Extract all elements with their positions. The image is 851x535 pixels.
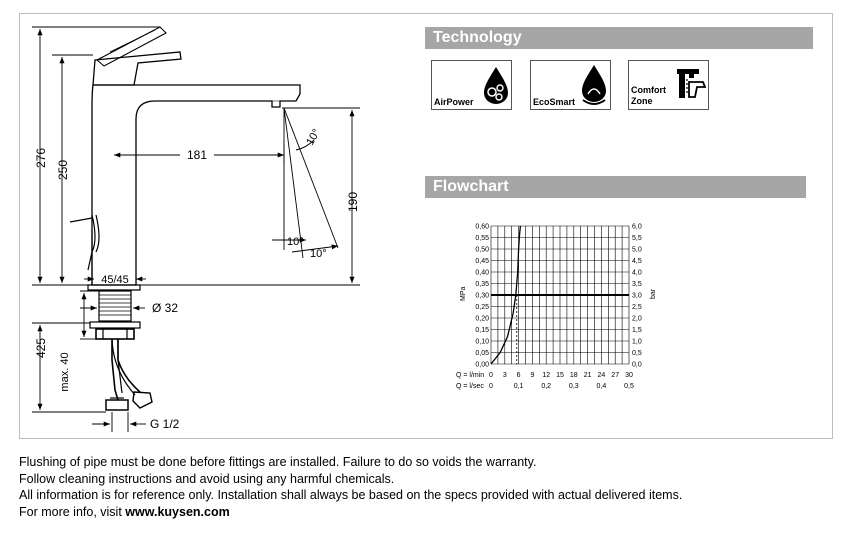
tech-comfort-zone-label: Comfort Zone <box>631 85 666 107</box>
x-lmin-tick-label: 12 <box>542 372 550 379</box>
note-line-4: For more info, visit www.kuysen.com <box>19 504 682 521</box>
y-right-tick-label: 5,5 <box>632 235 642 242</box>
dim-276: 276 <box>34 148 48 168</box>
y-left-tick-label: 0,60 <box>475 224 489 231</box>
y-left-tick-label: 0,10 <box>475 339 489 346</box>
tech-comfort-zone: Comfort Zone <box>628 60 709 110</box>
dim-250: 250 <box>56 160 70 180</box>
y-right-tick-label: 4,0 <box>632 270 642 277</box>
angle-mid: 10° <box>287 236 304 248</box>
faucet-technical-drawing: 276 250 181 190 10° 10° 10° 45/45 Ø 32 4… <box>32 26 360 432</box>
dim-max40: max. 40 <box>59 352 71 391</box>
x-lmin-tick-label: 15 <box>556 372 564 379</box>
note-line-2: Follow cleaning instructions and avoid u… <box>19 471 395 486</box>
dim-32: Ø 32 <box>152 301 178 315</box>
flow-curve <box>490 225 522 365</box>
dim-181: 181 <box>187 148 207 162</box>
dim-425: 425 <box>34 338 48 358</box>
x-lmin-tick-label: 27 <box>611 372 619 379</box>
x-lmin-tick-label: 18 <box>570 372 578 379</box>
y-left-tick-label: 0,45 <box>475 258 489 265</box>
y-right-tick-label: 3,5 <box>632 281 642 288</box>
y-right-tick-label: 4,5 <box>632 258 642 265</box>
angle-top: 10° <box>304 127 323 147</box>
tech-zone-label: Zone <box>631 96 653 106</box>
x-lmin-tick-label: 30 <box>625 372 633 379</box>
y-left-tick-label: 0,05 <box>475 350 489 357</box>
y-left-tick-label: 0,00 <box>475 362 489 369</box>
technology-heading: Technology <box>425 27 813 49</box>
tech-ecosmart: EcoSmart <box>530 60 611 110</box>
tech-airpower-label: AirPower <box>434 97 474 107</box>
y-left-tick-label: 0,55 <box>475 235 489 242</box>
airpower-icon <box>484 67 508 104</box>
x-lmin-tick-label: 21 <box>584 372 592 379</box>
tech-comfort-label: Comfort <box>631 85 666 95</box>
note-line-3: All information is for reference only. I… <box>19 488 683 503</box>
y-right-tick-label: 1,0 <box>632 339 642 346</box>
tech-ecosmart-label: EcoSmart <box>533 97 576 107</box>
ecosmart-icon <box>582 65 606 105</box>
y-right-tick-label: 3,0 <box>632 293 642 300</box>
y-left-tick-label: 0,30 <box>475 293 489 300</box>
y-right-tick-label: 5,0 <box>632 247 642 254</box>
x-lsec-tick-label: 0 <box>489 383 493 390</box>
y-right-unit-label: bar <box>650 288 657 299</box>
y-left-tick-label: 0,35 <box>475 281 489 288</box>
x-lmin-tick-label: 6 <box>517 372 521 379</box>
tech-airpower: AirPower <box>431 60 512 110</box>
x-lmin-axis-label: Q = l/min <box>456 372 484 379</box>
dim-g12: G 1/2 <box>150 417 180 431</box>
y-left-tick-label: 0,25 <box>475 304 489 311</box>
website-link[interactable]: www.kuysen.com <box>125 504 230 519</box>
y-left-tick-label: 0,40 <box>475 270 489 277</box>
y-left-tick-label: 0,15 <box>475 327 489 334</box>
angle-low: 10° <box>310 248 327 260</box>
x-lmin-tick-label: 24 <box>598 372 606 379</box>
y-right-tick-label: 2,5 <box>632 304 642 311</box>
dim-190: 190 <box>346 192 360 212</box>
drawing-frame <box>19 13 833 439</box>
x-lsec-tick-label: 0,2 <box>541 383 551 390</box>
comfort-zone-icon <box>677 69 707 98</box>
y-right-tick-label: 1,5 <box>632 327 642 334</box>
y-right-tick-label: 6,0 <box>632 224 642 231</box>
x-lsec-axis-label: Q = l/sec <box>456 383 484 390</box>
y-left-tick-label: 0,20 <box>475 316 489 323</box>
x-lsec-tick-label: 0,1 <box>514 383 524 390</box>
note-line-1: Flushing of pipe must be done before fit… <box>19 455 537 469</box>
notes: Flushing of pipe must be done before fit… <box>19 454 682 520</box>
dim-45-45: 45/45 <box>101 274 129 286</box>
y-left-tick-label: 0,50 <box>475 247 489 254</box>
flowchart-heading: Flowchart <box>425 176 806 198</box>
y-right-tick-label: 0,5 <box>632 350 642 357</box>
y-right-tick-label: 0,0 <box>632 362 642 369</box>
x-lmin-tick-label: 3 <box>503 372 507 379</box>
y-right-tick-label: 2,0 <box>632 316 642 323</box>
x-lmin-tick-label: 0 <box>489 372 493 379</box>
x-lsec-tick-label: 0,3 <box>569 383 579 390</box>
x-lsec-tick-label: 0,5 <box>624 383 634 390</box>
note-line-4-prefix: For more info, visit <box>19 504 126 519</box>
x-lmin-tick-label: 9 <box>530 372 534 379</box>
x-lsec-tick-label: 0,4 <box>597 383 607 390</box>
y-left-unit-label: MPa <box>460 287 467 302</box>
